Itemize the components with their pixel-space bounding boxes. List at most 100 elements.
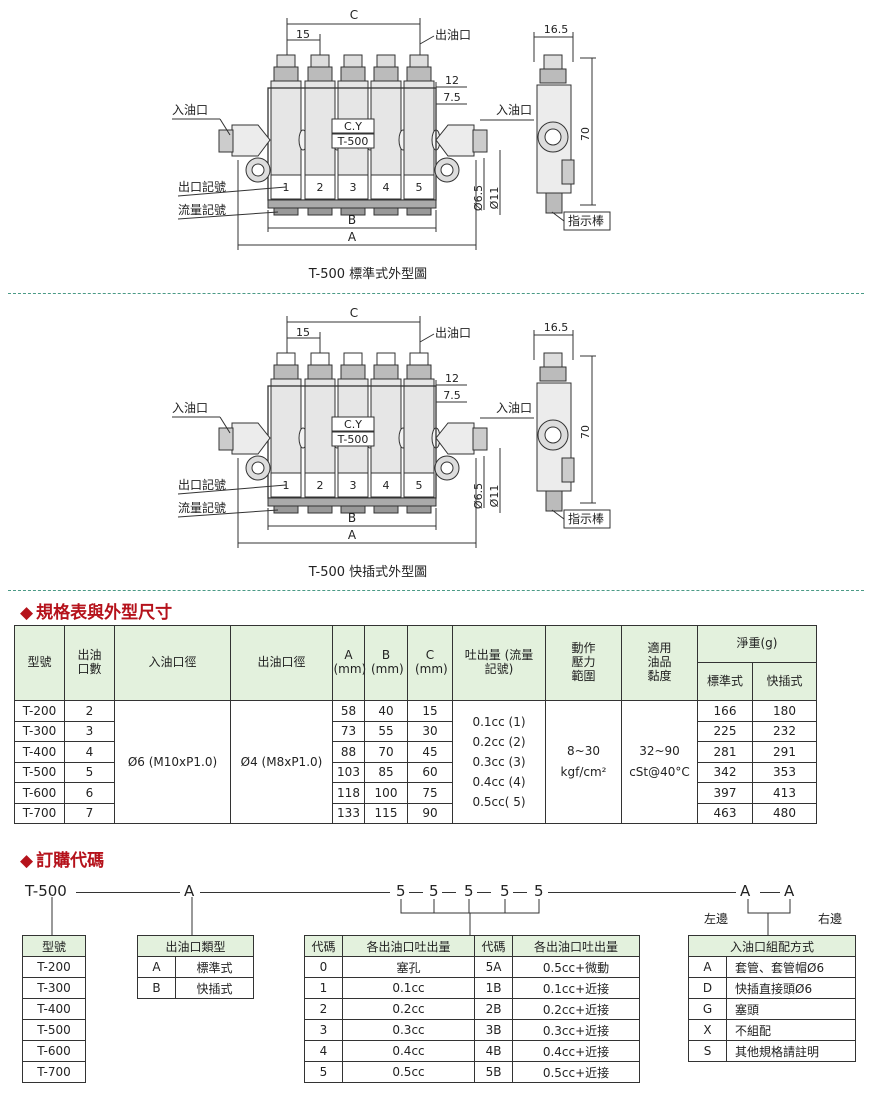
cell-weight-quick: 291 xyxy=(752,741,817,763)
header-outlets: 出油口數 xyxy=(64,625,115,701)
cell-outlet: Ø4 (M8xP1.0) xyxy=(230,700,333,824)
brand-label: C.Y xyxy=(344,418,362,431)
port-number: 5 xyxy=(416,479,423,492)
code-model: T-500 xyxy=(25,882,67,900)
cell-flow: 0.1cc+近接 xyxy=(512,977,640,999)
dim-70: 70 xyxy=(579,425,592,439)
inlet-right-label: 入油口 xyxy=(496,103,532,117)
cell-a: 103 xyxy=(332,761,365,783)
discharge-value: 0.1cc (1) xyxy=(472,715,526,729)
outlet-no-label: 出口記號 xyxy=(178,179,226,194)
cell-flow: 0.2cc xyxy=(342,998,475,1020)
cell-c: 75 xyxy=(407,782,453,804)
cell-code: 3B xyxy=(474,1019,513,1041)
dim-a: A xyxy=(348,230,357,244)
table-row: T-500 xyxy=(22,1019,86,1041)
cell-flow: 0.2cc+近接 xyxy=(512,998,640,1020)
cell-model: T-200 xyxy=(14,700,65,722)
cell-b: 70 xyxy=(364,741,408,763)
cell-a: 58 xyxy=(332,700,365,722)
cell-flow: 0.4cc+近接 xyxy=(512,1040,640,1062)
port-number: 1 xyxy=(283,479,290,492)
divider xyxy=(8,590,864,591)
order-section-title: ◆訂購代碼 xyxy=(20,851,105,871)
header-weight-std: 標準式 xyxy=(697,662,753,701)
cell-weight-quick: 180 xyxy=(752,700,817,722)
cell-weight-std: 397 xyxy=(697,782,753,804)
cell-code: 1 xyxy=(304,977,343,999)
dim-c: C xyxy=(350,306,358,320)
flow-table-header: 各出油口吐出量 xyxy=(342,935,475,957)
cell-code: 5 xyxy=(304,1061,343,1083)
cell-weight-std: 342 xyxy=(697,761,753,783)
header-discharge: 吐出量 (流量記號) xyxy=(452,625,546,701)
cell-code: S xyxy=(688,1040,727,1062)
cell-b: 100 xyxy=(364,782,408,804)
cell-code: 3 xyxy=(304,1019,343,1041)
dim-d6-5: Ø6.5 xyxy=(472,185,485,211)
cell-flow: 0.5cc+近接 xyxy=(512,1061,640,1083)
cell-description: 塞頭 xyxy=(726,998,856,1020)
cell-code: 5B xyxy=(474,1061,513,1083)
cell-code: 5A xyxy=(474,956,513,978)
cell-model: T-600 xyxy=(14,782,65,804)
cell-inlet: Ø6 (M10xP1.0) xyxy=(114,700,231,824)
outlet-no-label: 出口記號 xyxy=(178,477,226,492)
cell-flow: 0.5cc+微動 xyxy=(512,956,640,978)
pressure-text: kgf/cm² xyxy=(560,765,607,779)
cell-code: 0 xyxy=(304,956,343,978)
header-pressure: 動作壓力範圍 xyxy=(545,625,622,701)
dim-15: 15 xyxy=(296,28,310,41)
diamond-icon: ◆ xyxy=(20,851,34,871)
cell-weight-std: 463 xyxy=(697,802,753,824)
dim-b: B xyxy=(348,213,356,227)
cell-model: T-700 xyxy=(22,1061,86,1083)
cell-c: 90 xyxy=(407,802,453,824)
table-row: T-600 xyxy=(22,1040,86,1062)
spec-section-title: ◆規格表與外型尺寸 xyxy=(20,603,173,623)
model-table-header: 型號 xyxy=(22,935,86,957)
header-outlet: 出油口徑 xyxy=(230,625,333,701)
header-inlet: 入油口徑 xyxy=(114,625,231,701)
cell-code: 4B xyxy=(474,1040,513,1062)
header-b: B (mm) xyxy=(364,625,408,701)
cell-code: B xyxy=(137,977,176,999)
cell-b: 85 xyxy=(364,761,408,783)
cell-code: G xyxy=(688,998,727,1020)
cell-model: T-600 xyxy=(22,1040,86,1062)
cell-model: T-300 xyxy=(14,720,65,742)
cell-weight-quick: 232 xyxy=(752,720,817,742)
cell-description: 套管、套管帽Ø6 xyxy=(726,956,856,978)
cell-weight-quick: 413 xyxy=(752,782,817,804)
table-row: T-300 xyxy=(22,977,86,999)
indicator-label: 指示棒 xyxy=(568,511,604,526)
code-left-label: 左邊 xyxy=(704,912,729,926)
header-a: A (mm) xyxy=(332,625,366,701)
inlet-table-header: 入油口組配方式 xyxy=(688,935,856,957)
cell-c: 15 xyxy=(407,700,453,722)
cell-description: 不組配 xyxy=(726,1019,856,1041)
code-right-label: 右邊 xyxy=(818,912,843,926)
dim-16-5: 16.5 xyxy=(544,321,569,334)
dim-16-5: 16.5 xyxy=(544,23,569,36)
code-flow-digit: 5 xyxy=(500,882,510,900)
dim-70: 70 xyxy=(579,127,592,141)
cell-outlets: 6 xyxy=(64,782,115,804)
header-weight-quick: 快插式 xyxy=(752,662,817,701)
indicator-label: 指示棒 xyxy=(568,213,604,228)
